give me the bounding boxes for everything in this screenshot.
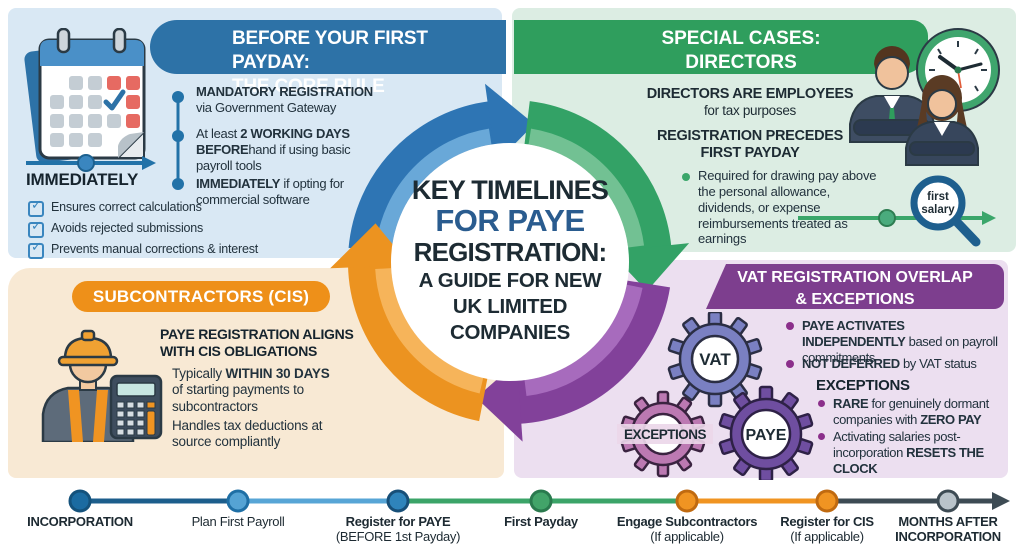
vat-bullet-2: NOT DEFERRED by VAT status bbox=[786, 356, 1004, 372]
directors-head1-sub: for tax purposes bbox=[703, 103, 796, 118]
vat-exceptions-heading: EXCEPTIONS bbox=[816, 377, 910, 394]
checklist-label: Avoids rejected submissions bbox=[51, 221, 204, 235]
checklist-row: Ensures correct calculations bbox=[28, 197, 288, 217]
cis-bullet-deductions: Handles tax deductions at source complia… bbox=[172, 418, 323, 450]
vat-banner-line1: VAT REGISTRATION OVERLAP bbox=[737, 269, 973, 286]
directors-banner: SPECIAL CASES: DIRECTORS bbox=[514, 20, 928, 74]
directors-banner-line1: SPECIAL CASES: bbox=[661, 28, 821, 49]
directors-head2-line2: FIRST PAYDAY bbox=[700, 145, 800, 161]
milestone-label-months-after: MONTHS AFTER INCORPORATION bbox=[895, 514, 1001, 545]
vat-bullet-4-text: Activating salaries post-incorporation R… bbox=[833, 429, 984, 476]
timeline-dot-engage-subcontractors bbox=[675, 489, 699, 513]
directors-banner-line2: DIRECTORS bbox=[685, 51, 797, 73]
timeline-dot-plan-payroll bbox=[226, 489, 250, 513]
directors-bullet: Required for drawing pay above the perso… bbox=[682, 168, 888, 247]
vat-banner-line2: & EXCEPTIONS bbox=[795, 290, 915, 308]
bullet-dot-icon bbox=[786, 360, 794, 368]
subtitle-line1: A GUIDE FOR NEW bbox=[418, 269, 602, 293]
milestone-label-engage-subcontractors: Engage Subcontractors (If applicable) bbox=[616, 514, 758, 545]
core-rule-checklist: Ensures correct calculations Avoids reje… bbox=[28, 197, 288, 263]
cis-banner: SUBCONTRACTORS (CIS) bbox=[72, 281, 330, 312]
vat-bullet-1-text: PAYE ACTIVATES INDEPENDENTLY based on pa… bbox=[802, 318, 998, 365]
directors-head1: DIRECTORS ARE EMPLOYEES bbox=[646, 86, 854, 102]
directors-head2-line1: REGISTRATION PRECEDES bbox=[657, 128, 843, 144]
page-title: KEY TIMELINES FOR PAYE REGISTRATION: A G… bbox=[368, 176, 652, 344]
bullet-dot-icon bbox=[786, 322, 794, 330]
bullet-dot-icon bbox=[682, 173, 690, 181]
title-line1: KEY TIMELINES bbox=[411, 175, 609, 205]
checklist-row: Avoids rejected submissions bbox=[28, 218, 288, 238]
subtitle-line3: COMPANIES bbox=[450, 320, 570, 344]
cis-heading: PAYE REGISTRATION ALIGNS WITH CIS OBLIGA… bbox=[160, 326, 354, 359]
title-line2: FOR PAYE bbox=[435, 203, 585, 239]
milestone-label-incorporation: INCORPORATION bbox=[27, 514, 133, 529]
checklist-label: Ensures correct calculations bbox=[51, 200, 202, 214]
checkbox-icon bbox=[28, 239, 44, 259]
timeline-dot-register-paye bbox=[386, 489, 410, 513]
milestone-label-register-paye: Register for PAYE (BEFORE 1st Payday) bbox=[335, 514, 461, 545]
core-rule-item-two-days: At least 2 WORKING DAYS BEFOREhand if us… bbox=[196, 126, 351, 173]
vat-banner: VAT REGISTRATION OVERLAP & EXCEPTIONS bbox=[706, 264, 1004, 309]
core-rule-banner-line2: THE CORE RULE bbox=[232, 75, 385, 97]
vat-bullet-3: RARE for genuinely dormant companies wit… bbox=[818, 396, 1008, 428]
checklist-label: Prevents manual corrections & interest bbox=[51, 242, 259, 256]
directors-bullet-text: Required for drawing pay above the perso… bbox=[698, 168, 877, 247]
bullet-dot-icon bbox=[818, 433, 825, 440]
cis-bullet-30-days: Typically WITHIN 30 DAYS of starting pay… bbox=[172, 366, 330, 414]
timeline-arrowhead bbox=[992, 492, 1010, 510]
milestone-label-first-payday: First Payday bbox=[504, 514, 578, 529]
immediately-label: IMMEDIATELY bbox=[26, 170, 139, 189]
checkbox-icon bbox=[28, 218, 44, 238]
core-rule-item-immediately: IMMEDIATELY if opting for commercial sof… bbox=[196, 176, 344, 207]
vat-bullet-2-text: NOT DEFERRED by VAT status bbox=[802, 356, 977, 371]
timeline-dot-first-payday bbox=[529, 489, 553, 513]
vat-bullet-4: Activating salaries post-incorporation R… bbox=[818, 429, 998, 477]
milestone-label-register-cis: Register for CIS (If applicable) bbox=[780, 514, 874, 545]
checkbox-icon bbox=[28, 197, 44, 217]
vat-bullet-3-text: RARE for genuinely dormant companies wit… bbox=[833, 396, 989, 427]
cis-banner-label: SUBCONTRACTORS (CIS) bbox=[92, 287, 310, 306]
core-rule-banner-line1: BEFORE YOUR FIRST PAYDAY: bbox=[232, 28, 428, 73]
timeline-dot-incorporation bbox=[68, 489, 92, 513]
checklist-row: Prevents manual corrections & interest bbox=[28, 239, 288, 259]
timeline-dot-months-after bbox=[936, 489, 960, 513]
core-rule-banner: BEFORE YOUR FIRST PAYDAY: THE CORE RULE bbox=[150, 20, 506, 97]
bullet-dot-icon bbox=[818, 400, 825, 407]
timeline-dot-register-cis bbox=[815, 489, 839, 513]
vat-bullet-1: PAYE ACTIVATES INDEPENDENTLY based on pa… bbox=[786, 318, 1004, 366]
milestone-label-plan-payroll: Plan First Payroll bbox=[191, 514, 285, 529]
title-line3: REGISTRATION: bbox=[413, 237, 608, 268]
core-rule-item-mandatory: MANDATORY REGISTRATION via Government Ga… bbox=[196, 84, 373, 115]
subtitle-line2: UK LIMITED bbox=[452, 294, 568, 318]
